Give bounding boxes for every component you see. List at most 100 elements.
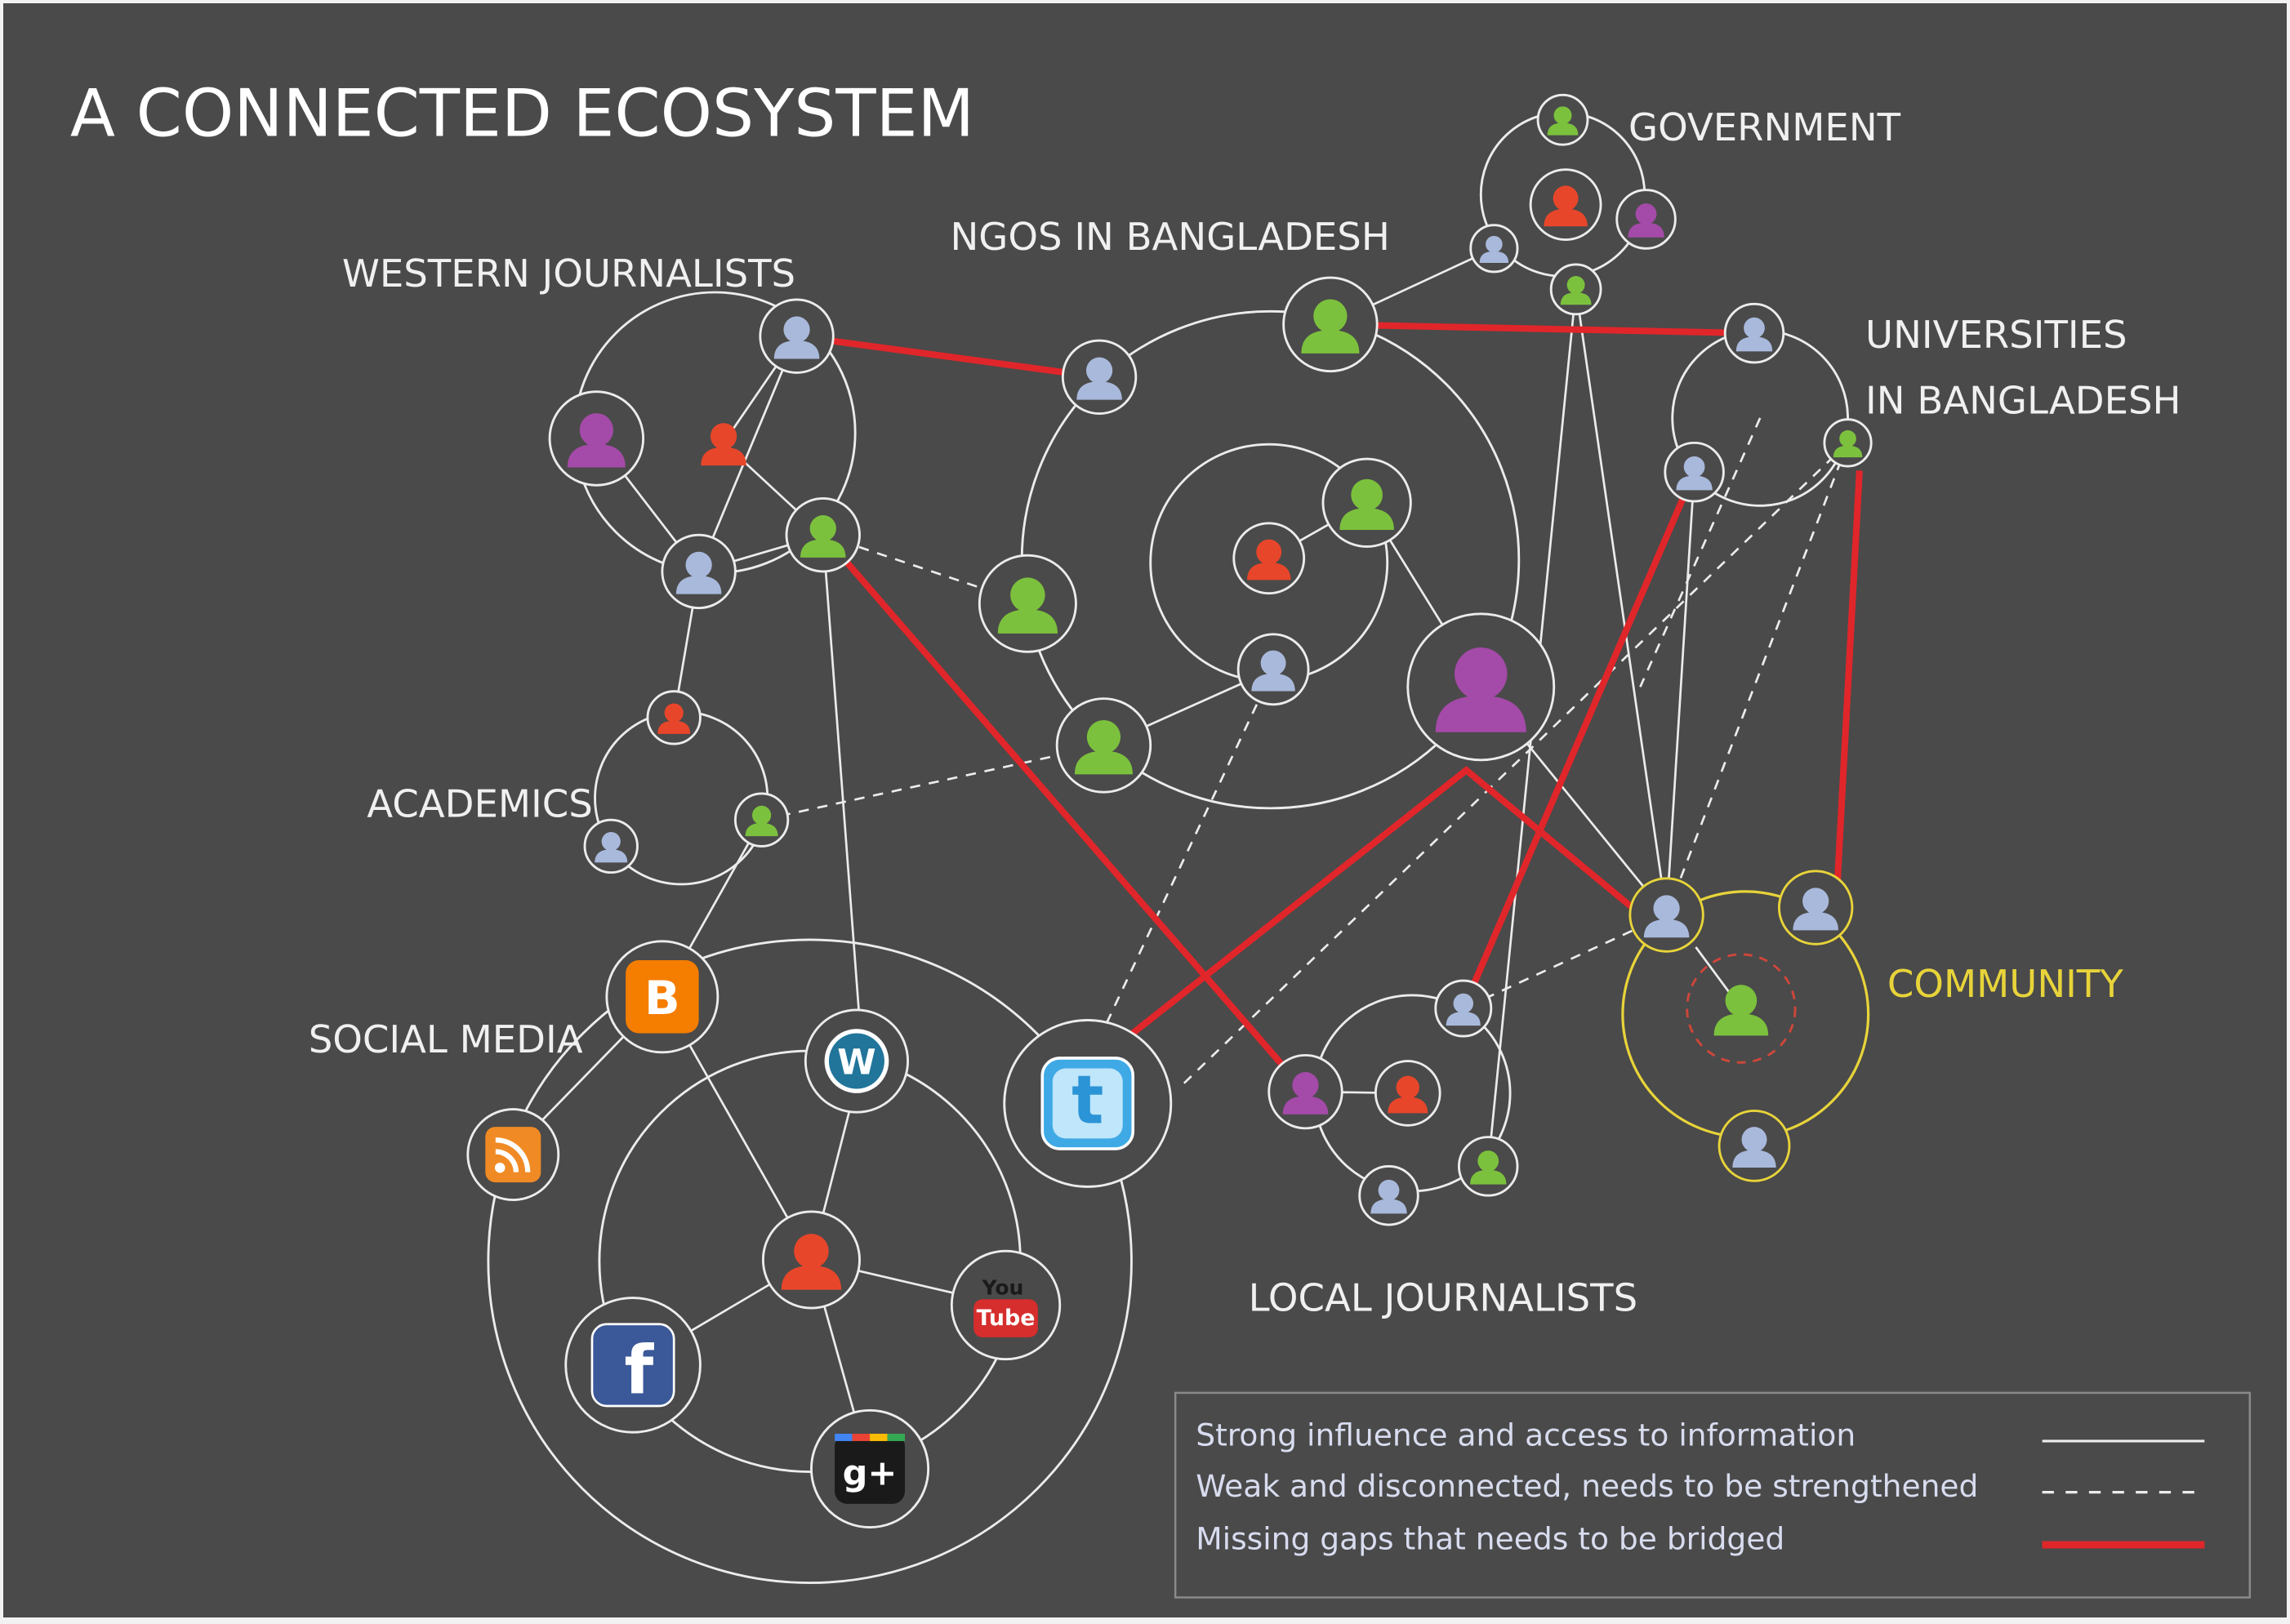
social-media-hub-person [761,1210,861,1310]
person-head [751,805,772,825]
government-red [1529,168,1602,241]
person-body [1301,330,1360,354]
person-head [1396,1075,1419,1100]
person-head [1802,888,1829,914]
person-body [1282,1096,1329,1115]
gap-link-5 [1834,470,1863,880]
icon-tile [835,1433,906,1504]
strong-link-18 [1665,472,1695,915]
ngo-purple-large [1406,612,1556,762]
youtube-tube-tile [973,1299,1038,1337]
google-color-strip [852,1433,871,1441]
person-body [1247,562,1291,581]
person-body [1793,911,1838,931]
icon-glyph: W [837,1042,875,1083]
person-head [1725,985,1758,1017]
icon-glyph: g+ [843,1453,898,1493]
person-head [1553,106,1572,125]
group-label-universities-line2: IN BANGLADESH [1865,379,2181,423]
person-head [1455,647,1508,701]
community-green-center [1713,985,1769,1036]
group-label-academics: ACADEMICS [367,782,592,826]
person-body [1479,251,1509,264]
ngo-green-inner [1321,457,1412,548]
local-journalist-red [1374,1060,1441,1127]
rss-icon [466,1108,560,1202]
person-head [579,413,613,447]
community-blue-left [1628,877,1704,953]
person-body [781,1266,842,1290]
person-head [1653,895,1680,922]
group-label-government: GOVERNMENT [1628,105,1901,149]
page-title: A CONNECTED ECOSYSTEM [70,74,974,151]
ngo-green-bottom [1055,697,1152,794]
rss-wave [495,1137,531,1172]
community-center-ring [1686,953,1797,1064]
person-body [1833,445,1863,458]
person-head [1744,317,1765,339]
person-body [567,443,626,468]
community-blue-bottom [1718,1109,1791,1182]
person-body [745,823,778,837]
legend: Strong influence and access to informati… [1174,1391,2252,1599]
group-label-western-journalists: WESTERN JOURNALISTS [342,251,795,296]
person-body [1370,1199,1407,1214]
wordpress-icon: W [804,1008,910,1114]
gap-link-0 [796,332,1100,380]
blogger-icon: B [605,940,720,1054]
person-body [1560,292,1592,305]
google-color-strip [835,1433,853,1441]
icon-glyph: You [981,1275,1023,1299]
western-journalist-green [785,496,861,573]
person-head [809,514,836,542]
ngo-blue-inner [1236,633,1310,706]
person-head [1477,1150,1499,1172]
weak-link-5 [1665,442,1849,916]
person-body [1732,1150,1776,1168]
person-head [1453,993,1474,1014]
strong-link-3 [822,535,864,1060]
person-body [1388,1097,1428,1114]
person-head [783,316,810,343]
person-head [794,1234,829,1269]
person-body [1643,919,1690,938]
government-purple [1615,189,1677,250]
gap-link-1 [1330,321,1755,337]
person-body [1713,1013,1769,1036]
group-label-ngos: NGOS IN BANGLADESH [951,215,1390,259]
group-label-universities-line1: UNIVERSITIES [1865,313,2127,357]
weak-link-1 [761,744,1104,821]
person-body [1074,750,1133,775]
person-body [1547,122,1579,136]
local-journalist-blue-top [1434,979,1493,1038]
person-head [1085,357,1113,384]
person-head [601,832,621,852]
person-head [1683,456,1705,478]
western-journalist-purple [548,390,645,487]
google-color-strip [887,1433,906,1441]
local-journalist-blue-bottom [1358,1164,1419,1226]
google-color-strip [870,1433,888,1441]
person-body [1076,381,1122,400]
person-body [595,849,628,863]
person-head [1351,478,1383,511]
icon-tile [590,1323,675,1408]
western-journalist-red [701,423,746,466]
local-journalist-purple [1268,1053,1343,1130]
academic-blue [583,818,639,874]
person-head [1486,235,1503,253]
twitter-inner [1052,1068,1123,1139]
group-label-social-media: SOCIAL MEDIA [309,1017,583,1061]
person-body [1735,336,1773,352]
person-body [1339,508,1394,531]
person-body [657,720,691,734]
person-body [701,447,746,466]
government-blue [1469,224,1519,274]
person-head [1741,1127,1767,1153]
legend-box [1174,1391,2252,1599]
icon-tile [485,1127,541,1183]
